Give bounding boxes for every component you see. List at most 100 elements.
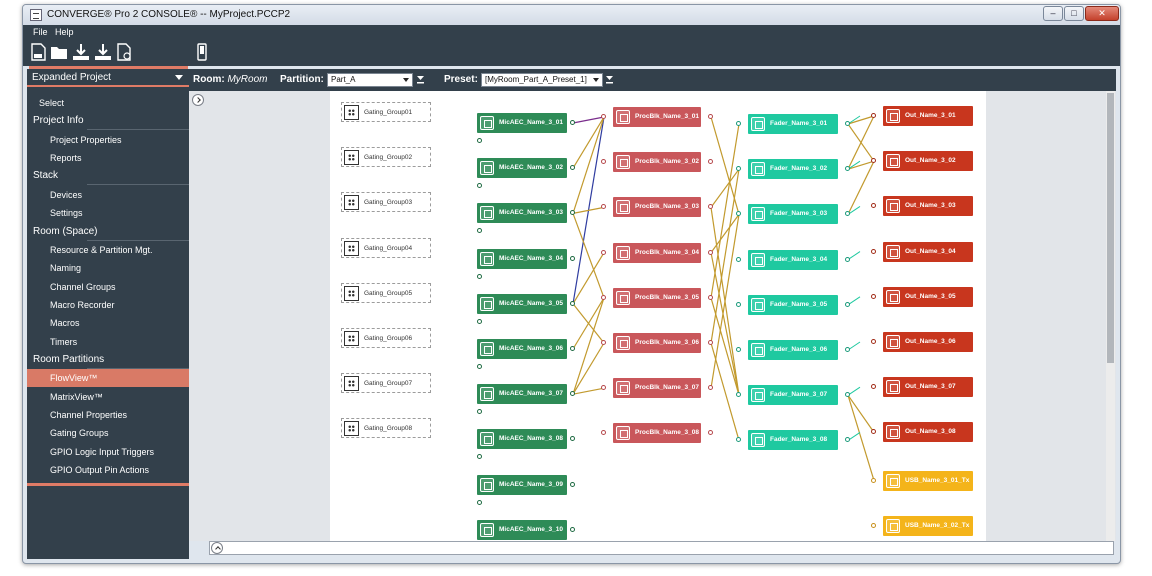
proc-block-node[interactable]: ProcBlk_Name_3_02 bbox=[613, 152, 701, 173]
connection-port[interactable] bbox=[477, 499, 482, 505]
proc-block-node[interactable]: ProcBlk_Name_3_04 bbox=[613, 242, 701, 263]
device-icon[interactable] bbox=[193, 43, 211, 61]
connection-port[interactable] bbox=[570, 391, 575, 397]
connection-port[interactable] bbox=[570, 436, 575, 442]
proc-block-node[interactable]: ProcBlk_Name_3_06 bbox=[613, 333, 701, 353]
gating-group-node[interactable]: Gating_Group04 bbox=[341, 237, 431, 258]
sidebar-item-timers[interactable]: Timers bbox=[50, 336, 78, 347]
sidebar-item-gpio-logic-input-triggers[interactable]: GPIO Logic Input Triggers bbox=[50, 446, 155, 457]
connection-port[interactable] bbox=[871, 429, 876, 435]
connection-port[interactable] bbox=[845, 392, 850, 398]
chevron-down-icon[interactable] bbox=[175, 75, 183, 80]
new-file-icon[interactable] bbox=[115, 43, 133, 61]
sidebar-item-settings[interactable]: Settings bbox=[50, 208, 83, 219]
connection-port[interactable] bbox=[871, 339, 876, 344]
sidebar-item-flowview[interactable]: FlowView™ bbox=[27, 369, 189, 388]
sidebar-item-resource-partition-mgt[interactable]: Resource & Partition Mgt. bbox=[50, 245, 153, 255]
sidebar-item-project-properties[interactable]: Project Properties bbox=[50, 134, 122, 145]
sidebar-header[interactable]: Expanded Project bbox=[27, 69, 189, 87]
output-node[interactable]: Out_Name_3_07 bbox=[883, 377, 973, 398]
connection-port[interactable] bbox=[736, 256, 741, 262]
proc-block-node[interactable]: ProcBlk_Name_3_08 bbox=[613, 423, 701, 444]
menu-help[interactable]: Help bbox=[55, 27, 74, 37]
connection-port[interactable] bbox=[570, 210, 575, 216]
connection-port[interactable] bbox=[708, 294, 713, 300]
partition-select[interactable]: Part_A bbox=[327, 73, 413, 87]
connection-port[interactable] bbox=[708, 340, 713, 345]
connection-port[interactable] bbox=[601, 430, 606, 436]
fader-node[interactable]: Fader_Name_3_08 bbox=[748, 430, 838, 451]
connection-port[interactable] bbox=[570, 255, 575, 261]
proc-block-node[interactable]: ProcBlk_Name_3_03 bbox=[613, 197, 701, 218]
pdf-icon[interactable] bbox=[29, 43, 47, 61]
connection-port[interactable] bbox=[736, 211, 741, 217]
mic-node[interactable]: MicAEC_Name_3_10 bbox=[477, 519, 567, 540]
connection-port[interactable] bbox=[708, 204, 713, 210]
mic-node[interactable]: MicAEC_Name_3_06 bbox=[477, 339, 567, 359]
gating-group-node[interactable]: Gating_Group03 bbox=[341, 192, 431, 213]
sidebar-item-macro-recorder[interactable]: Macro Recorder bbox=[50, 299, 115, 310]
output-node[interactable]: Out_Name_3_06 bbox=[883, 332, 973, 352]
download-alt-icon[interactable] bbox=[94, 43, 112, 61]
output-node[interactable]: Out_Name_3_05 bbox=[883, 286, 973, 307]
mic-node[interactable]: MicAEC_Name_3_07 bbox=[477, 384, 567, 405]
partition-apply-icon[interactable] bbox=[417, 76, 424, 84]
sidebar-item-reports[interactable]: Reports bbox=[50, 153, 82, 164]
connection-port[interactable] bbox=[708, 249, 713, 255]
sidebar-item-gating-groups[interactable]: Gating Groups bbox=[50, 428, 109, 439]
connection-port[interactable] bbox=[871, 477, 876, 483]
output-node[interactable]: Out_Name_3_04 bbox=[883, 241, 973, 262]
fader-node[interactable]: Fader_Name_3_02 bbox=[748, 159, 838, 180]
gating-group-node[interactable]: Gating_Group06 bbox=[341, 328, 431, 348]
connection-port[interactable] bbox=[736, 166, 741, 172]
connection-port[interactable] bbox=[477, 454, 482, 460]
connection-port[interactable] bbox=[570, 165, 575, 171]
title-bar[interactable]: CONVERGE® Pro 2 CONSOLE® -- MyProject.PC… bbox=[23, 5, 1120, 25]
sidebar-item-channel-properties[interactable]: Channel Properties bbox=[50, 409, 128, 420]
connection-port[interactable] bbox=[477, 228, 482, 234]
mic-node[interactable]: MicAEC_Name_3_01 bbox=[477, 113, 567, 133]
menu-file[interactable]: File bbox=[33, 27, 48, 37]
connection-port[interactable] bbox=[736, 301, 741, 307]
mic-node[interactable]: MicAEC_Name_3_05 bbox=[477, 293, 567, 314]
connection-port[interactable] bbox=[601, 249, 606, 255]
preset-select[interactable]: [MyRoom_Part_A_Preset_1] bbox=[481, 73, 603, 87]
output-node[interactable]: Out_Name_3_02 bbox=[883, 151, 973, 172]
connection-port[interactable] bbox=[736, 347, 741, 352]
fader-node[interactable]: Fader_Name_3_05 bbox=[748, 294, 838, 315]
connection-port[interactable] bbox=[845, 121, 850, 126]
connection-port[interactable] bbox=[477, 273, 482, 279]
vertical-scrollbar[interactable] bbox=[1106, 91, 1115, 541]
sidebar-item-naming[interactable]: Naming bbox=[50, 263, 82, 274]
gating-group-node[interactable]: Gating_Group01 bbox=[341, 102, 431, 122]
download-icon[interactable] bbox=[72, 43, 90, 61]
connection-port[interactable] bbox=[871, 522, 876, 528]
maximize-button[interactable]: □ bbox=[1064, 6, 1084, 21]
connection-port[interactable] bbox=[601, 114, 606, 119]
connection-port[interactable] bbox=[845, 256, 850, 262]
gating-group-node[interactable]: Gating_Group02 bbox=[341, 147, 431, 168]
connection-port[interactable] bbox=[477, 138, 482, 143]
connection-port[interactable] bbox=[570, 346, 575, 351]
connection-port[interactable] bbox=[736, 392, 741, 398]
usb-output-node[interactable]: USB_Name_3_01_Tx bbox=[883, 470, 973, 491]
output-node[interactable]: Out_Name_3_08 bbox=[883, 422, 973, 443]
connection-port[interactable] bbox=[601, 385, 606, 391]
connection-port[interactable] bbox=[570, 526, 575, 532]
connection-port[interactable] bbox=[601, 159, 606, 165]
connection-port[interactable] bbox=[845, 301, 850, 307]
connection-port[interactable] bbox=[601, 204, 606, 210]
connection-port[interactable] bbox=[477, 318, 482, 324]
connection-port[interactable] bbox=[570, 481, 575, 487]
connection-port[interactable] bbox=[477, 183, 482, 189]
proc-block-node[interactable]: ProcBlk_Name_3_05 bbox=[613, 287, 701, 308]
connection-port[interactable] bbox=[845, 211, 850, 217]
gating-group-node[interactable]: Gating_Group05 bbox=[341, 282, 431, 303]
connection-port[interactable] bbox=[570, 120, 575, 125]
connection-port[interactable] bbox=[708, 114, 713, 119]
mic-node[interactable]: MicAEC_Name_3_03 bbox=[477, 203, 567, 224]
connection-port[interactable] bbox=[601, 340, 606, 345]
open-folder-icon[interactable] bbox=[50, 43, 68, 61]
collapse-sidebar-button[interactable] bbox=[192, 94, 204, 106]
fader-node[interactable]: Fader_Name_3_04 bbox=[748, 249, 838, 270]
